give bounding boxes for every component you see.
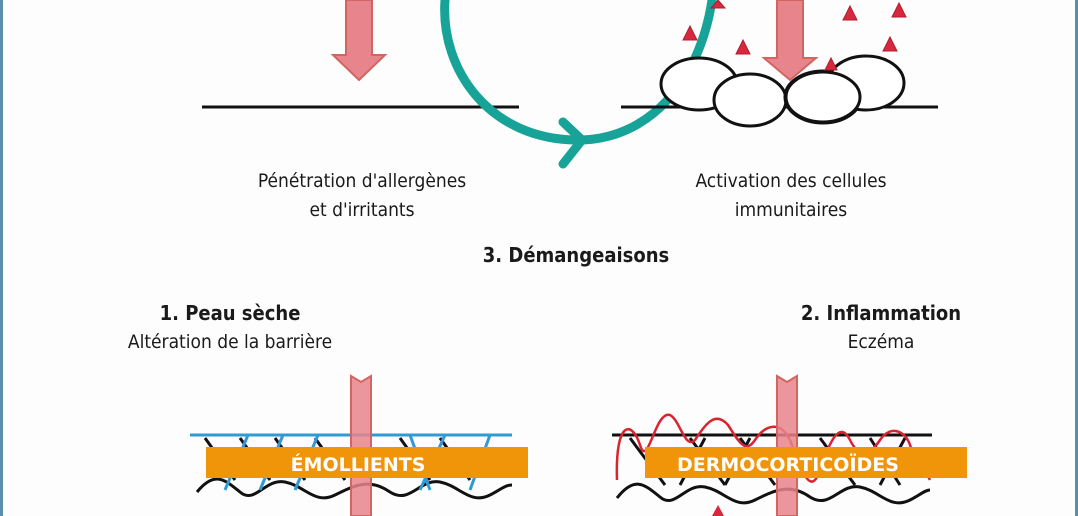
activation-caption-line1: Activation des cellules	[695, 170, 887, 192]
emollients-band	[206, 447, 528, 478]
activation-caption-line2: immunitaires	[734, 199, 848, 221]
penetration-caption-line1: Pénétration d'allergènes	[257, 170, 467, 192]
cycle-arrow-head	[558, 117, 587, 169]
allergen-triangle	[682, 24, 698, 41]
emollients-label: ÉMOLLIENTS	[291, 453, 426, 476]
penetration-caption: Pénétration d'allergènes et d'irritants	[202, 167, 522, 225]
frame-border-left	[0, 0, 3, 516]
immune-cell	[712, 72, 788, 128]
penetration-arrow-bottom-right	[776, 374, 798, 516]
allergen-triangle	[842, 4, 858, 21]
dermocorticoids-band	[645, 447, 967, 478]
allergen-triangle	[824, 56, 838, 71]
activation-caption: Activation des cellules immunitaires	[631, 167, 951, 225]
allergen-triangle	[735, 38, 751, 55]
immune-cell	[784, 70, 862, 124]
penetration-caption-line2: et d'irritants	[309, 199, 415, 221]
penetration-arrow-right	[761, 0, 819, 82]
dry-skin-title: 1. Peau sèche	[159, 301, 301, 325]
dry-skin-block: 1. Peau sèche Altération de la barrière	[70, 299, 390, 357]
dry-skin-subtitle: Altération de la barrière	[127, 331, 333, 353]
inflammation-block: 2. Inflammation Eczéma	[721, 299, 1041, 357]
penetration-arrow-left	[330, 0, 388, 82]
penetration-arrow-bottom-left	[350, 374, 372, 516]
allergen-triangle	[882, 35, 898, 52]
allergen-triangles	[682, 0, 907, 71]
allergen-triangle	[891, 1, 907, 18]
dermocorticoids-label: DERMOCORTICOÏDES	[677, 452, 899, 476]
allergen-triangle	[709, 0, 727, 9]
inflammation-title: 2. Inflammation	[800, 301, 962, 325]
frame-border-right	[1075, 0, 1078, 516]
itching-title: 3. Démangeaisons	[482, 243, 670, 267]
inflammation-subtitle: Eczéma	[847, 331, 915, 353]
